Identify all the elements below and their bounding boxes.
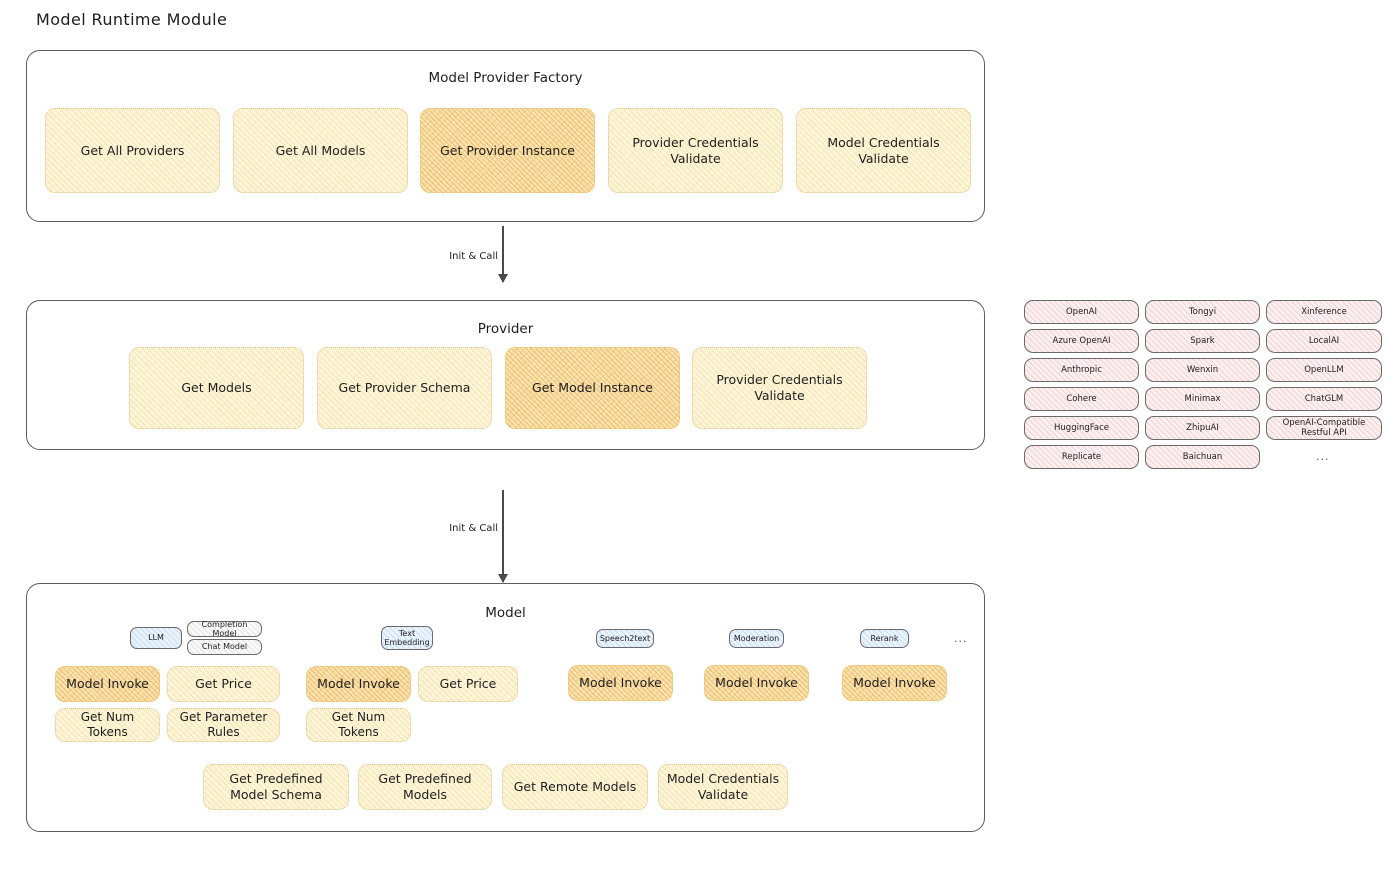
provider-node-get-provider-schema[interactable]: Get Provider Schema — [317, 347, 492, 429]
provider-pill-wenxin[interactable]: Wenxin — [1145, 358, 1260, 382]
provider-pill-localai[interactable]: LocalAI — [1266, 329, 1382, 353]
model-provider-factory-title: Model Provider Factory — [428, 70, 583, 86]
arrow-provider-to-model — [496, 490, 510, 583]
provider-pill-zhipuai[interactable]: ZhipuAI — [1145, 416, 1260, 440]
arrow-factory-to-provider — [496, 226, 510, 283]
factory-node-get-provider-instance[interactable]: Get Provider Instance — [420, 108, 595, 193]
model-node-text-embedding-get-price[interactable]: Get Price — [418, 666, 518, 702]
model-node-llm-get-parameter-rules[interactable]: Get Parameter Rules — [167, 708, 280, 742]
factory-node-get-all-providers[interactable]: Get All Providers — [45, 108, 220, 193]
model-node-llm-get-num-tokens[interactable]: Get Num Tokens — [55, 708, 160, 742]
provider-title: Provider — [477, 321, 534, 337]
provider-node-provider-credentials-validate[interactable]: Provider Credentials Validate — [692, 347, 867, 429]
provider-list: OpenAI Azure OpenAI Anthropic Cohere Hug… — [1024, 300, 1382, 475]
model-node-moderation-model-invoke[interactable]: Model Invoke — [704, 665, 809, 701]
provider-node-get-model-instance[interactable]: Get Model Instance — [505, 347, 680, 429]
model-node-get-remote-models[interactable]: Get Remote Models — [502, 764, 648, 810]
provider-pill-openai[interactable]: OpenAI — [1024, 300, 1139, 324]
model-badge-speech2text[interactable]: Speech2text — [596, 629, 654, 648]
provider-node-get-models[interactable]: Get Models — [129, 347, 304, 429]
model-node-text-embedding-model-invoke[interactable]: Model Invoke — [306, 666, 411, 702]
model-node-model-credentials-validate[interactable]: Model Credentials Validate — [658, 764, 788, 810]
arrow-head — [498, 274, 508, 283]
arrow-shaft — [502, 226, 504, 282]
provider-pill-cohere[interactable]: Cohere — [1024, 387, 1139, 411]
model-badge-text-embedding[interactable]: Text Embedding — [381, 626, 433, 650]
model-badge-llm-completion-model[interactable]: Completion Model — [187, 620, 262, 638]
model-badge-rerank[interactable]: Rerank — [860, 629, 909, 648]
model-title: Model — [485, 605, 526, 621]
provider-list-more-ellipsis: ... — [1316, 450, 1330, 463]
model-panel: Model LLM Completion Model Chat Model Mo… — [26, 583, 994, 851]
provider-pill-openllm[interactable]: OpenLLM — [1266, 358, 1382, 382]
model-node-llm-model-invoke[interactable]: Model Invoke — [55, 666, 160, 702]
model-node-text-embedding-get-num-tokens[interactable]: Get Num Tokens — [306, 708, 411, 742]
model-node-rerank-model-invoke[interactable]: Model Invoke — [842, 665, 947, 701]
arrow-label-init-call-2: Init & Call — [449, 523, 498, 534]
provider-pill-spark[interactable]: Spark — [1145, 329, 1260, 353]
provider-pill-replicate[interactable]: Replicate — [1024, 445, 1139, 469]
model-groups-more-ellipsis: ... — [954, 632, 968, 645]
factory-node-model-credentials-validate[interactable]: Model Credentials Validate — [796, 108, 971, 193]
model-node-get-predefined-models[interactable]: Get Predefined Models — [358, 764, 492, 810]
provider-pill-anthropic[interactable]: Anthropic — [1024, 358, 1139, 382]
arrow-label-init-call-1: Init & Call — [449, 251, 498, 262]
provider-pill-openai-compatible-restful-api[interactable]: OpenAI-Compatible Restful API — [1266, 416, 1382, 440]
model-badge-moderation[interactable]: Moderation — [729, 629, 784, 648]
model-node-speech2text-model-invoke[interactable]: Model Invoke — [568, 665, 673, 701]
provider-pill-tongyi[interactable]: Tongyi — [1145, 300, 1260, 324]
provider-pill-minimax[interactable]: Minimax — [1145, 387, 1260, 411]
provider-pill-baichuan[interactable]: Baichuan — [1145, 445, 1260, 469]
model-badge-llm-chat-model[interactable]: Chat Model — [187, 639, 262, 655]
provider-pill-chatglm[interactable]: ChatGLM — [1266, 387, 1382, 411]
provider-pill-huggingface[interactable]: HuggingFace — [1024, 416, 1139, 440]
factory-node-get-all-models[interactable]: Get All Models — [233, 108, 408, 193]
page-title: Model Runtime Module — [36, 10, 228, 29]
provider-pill-azure-openai[interactable]: Azure OpenAI — [1024, 329, 1139, 353]
provider-panel: Provider Get Models Get Provider Schema … — [26, 300, 994, 469]
model-node-llm-get-price[interactable]: Get Price — [167, 666, 280, 702]
model-provider-factory-panel: Model Provider Factory Get All Providers… — [26, 50, 985, 222]
model-node-get-predefined-model-schema[interactable]: Get Predefined Model Schema — [203, 764, 349, 810]
arrow-head — [498, 574, 508, 583]
factory-node-provider-credentials-validate[interactable]: Provider Credentials Validate — [608, 108, 783, 193]
arrow-shaft — [502, 490, 504, 582]
provider-pill-xinference[interactable]: Xinference — [1266, 300, 1382, 324]
model-badge-llm[interactable]: LLM — [130, 627, 182, 649]
